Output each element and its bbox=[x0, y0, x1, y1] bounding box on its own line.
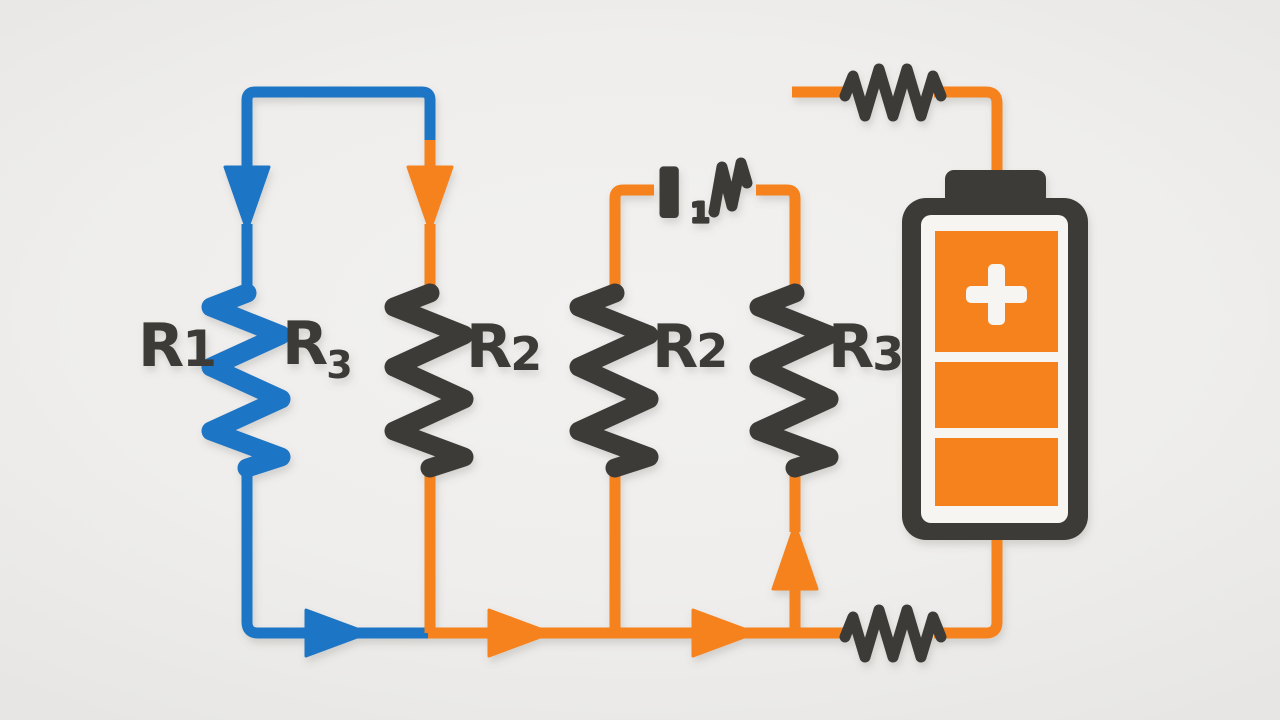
current-arrow-down-blue-icon bbox=[223, 165, 271, 232]
wire-top-loop-blue bbox=[241, 86, 436, 173]
resistor-branch1-icon bbox=[201, 283, 291, 478]
label-r3-b: R3 bbox=[828, 312, 902, 382]
battery bbox=[902, 170, 1088, 540]
battery-plus-icon bbox=[966, 264, 1027, 325]
battery-cell-middle bbox=[935, 362, 1058, 428]
current-arrow-right-blue-icon bbox=[304, 608, 370, 658]
resistor-branch3-icon bbox=[569, 283, 659, 478]
wire-branch1-bottom bbox=[241, 462, 434, 639]
label-r2-a: R2 bbox=[466, 312, 540, 382]
current-arrow-right-orange2-icon bbox=[691, 608, 757, 658]
resistor-branch4-icon bbox=[749, 283, 839, 478]
resistor-branch2-icon bbox=[384, 283, 474, 478]
current-squiggle-icon bbox=[708, 157, 753, 218]
current-arrow-down-orange-icon bbox=[406, 165, 454, 232]
series-resistor-bottom-icon bbox=[839, 604, 947, 663]
label-r1: R1 bbox=[138, 311, 215, 381]
wire-top-to-battery bbox=[934, 86, 1003, 176]
wire-bottom-to-battery bbox=[934, 536, 1003, 639]
wire-branch3-top bbox=[609, 184, 654, 296]
current-arrow-right-orange1-icon bbox=[487, 608, 553, 658]
wire-branch4-top bbox=[756, 184, 801, 296]
label-r2-b: R2 bbox=[652, 312, 726, 382]
series-resistor-top-icon bbox=[839, 63, 947, 122]
battery-cell-bottom bbox=[935, 438, 1058, 506]
battery-cap bbox=[945, 170, 1046, 206]
label-r3-subscript: R3 bbox=[282, 309, 351, 387]
current-arrow-up-orange-icon bbox=[771, 523, 819, 591]
